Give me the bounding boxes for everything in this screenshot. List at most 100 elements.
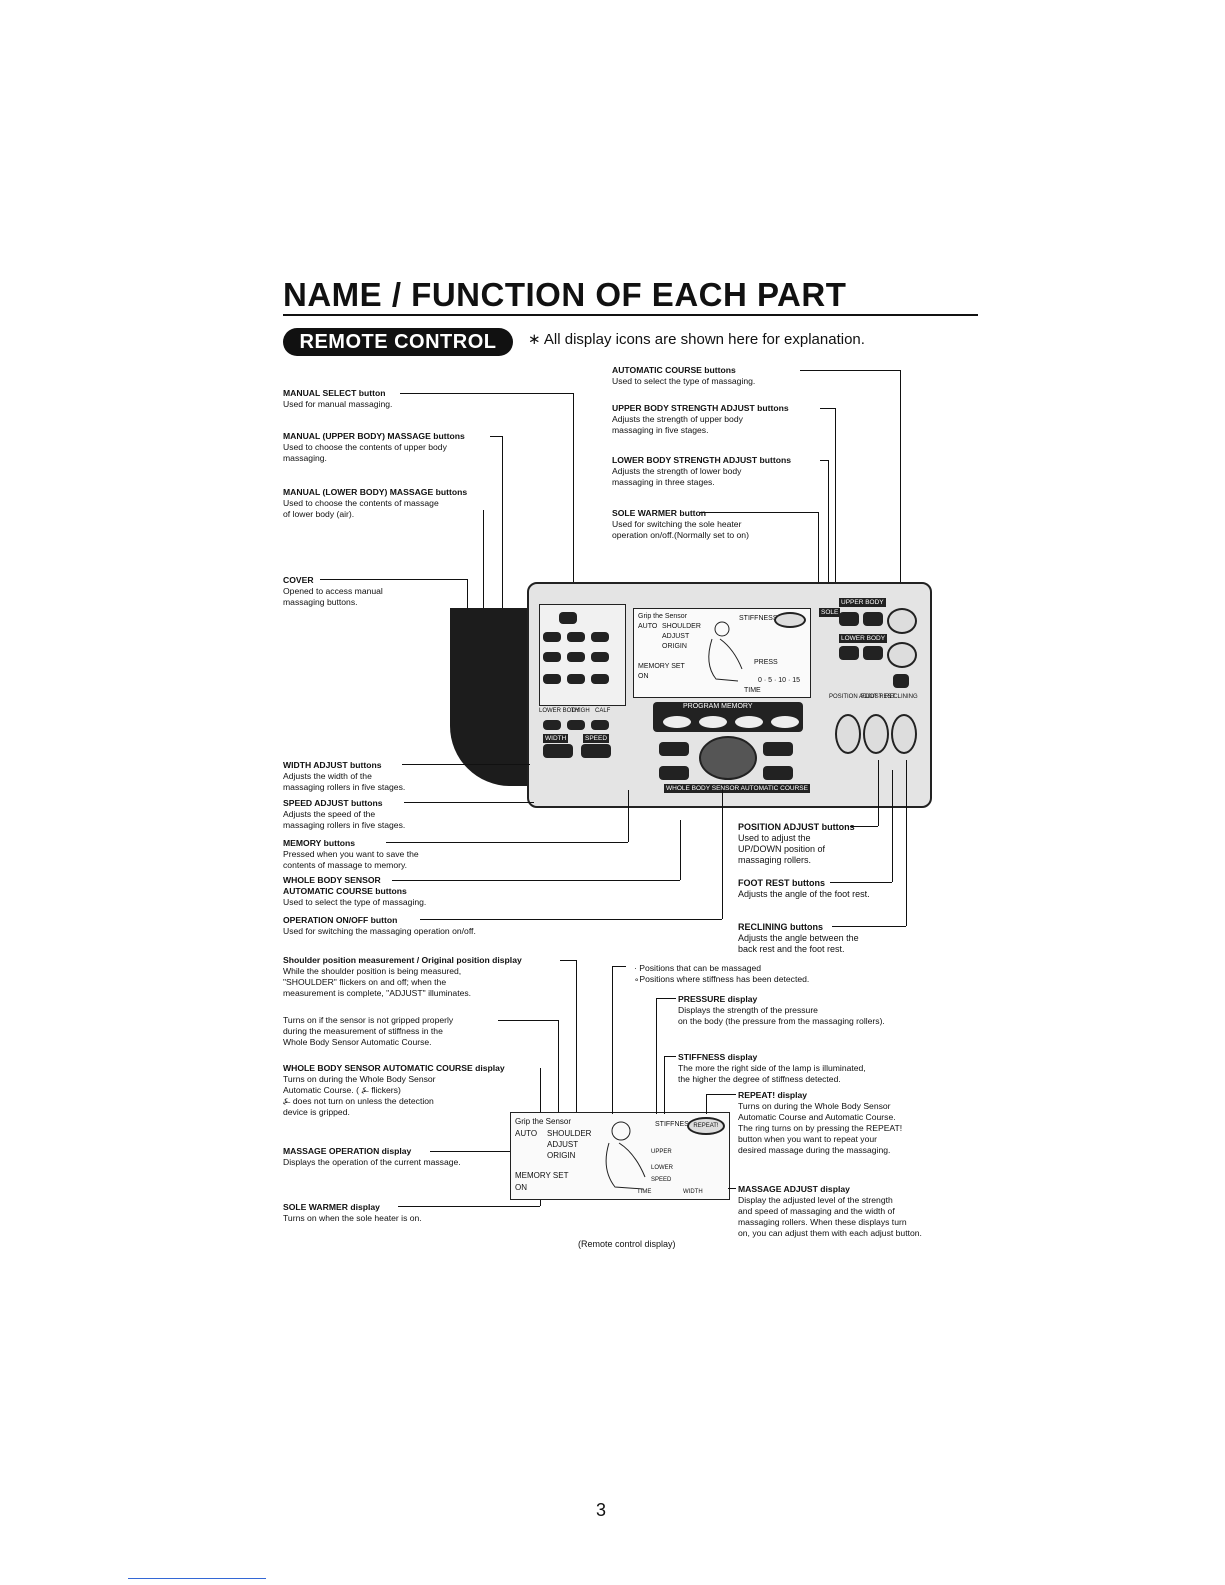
foot-rest-label: FOOT REST <box>861 694 896 700</box>
calf-label: CALF <box>595 708 611 714</box>
enl-repeat-ring: REPEAT! <box>687 1117 725 1135</box>
lcd-repeat-ring <box>774 612 806 628</box>
label-positions-legend: · Positions that can be massaged∘Positio… <box>634 963 810 984</box>
whole-body-sensor-label: WHOLE BODY SENSOR AUTOMATIC COURSE <box>664 784 810 793</box>
manual-select-button[interactable] <box>559 612 577 624</box>
upper-massage-button-9[interactable] <box>591 674 609 684</box>
section-badge: REMOTE CONTROL <box>283 328 513 356</box>
whole-body-button-4[interactable] <box>763 766 793 780</box>
lcd-origin: ORIGIN <box>662 643 687 650</box>
enl-width: WIDTH <box>683 1189 703 1195</box>
upper-massage-button-4[interactable] <box>543 652 561 662</box>
lower-massage-button-3[interactable] <box>591 720 609 730</box>
thigh-label: THIGH <box>571 708 590 714</box>
lower-strength-oval[interactable] <box>887 642 917 668</box>
title-rule <box>283 314 978 316</box>
lcd-shoulder: SHOULDER <box>662 623 701 630</box>
enl-on: ON <box>515 1183 527 1192</box>
memory-button-1[interactable] <box>661 714 693 730</box>
enl-stiffness: STIFFNESS <box>655 1121 694 1128</box>
enl-auto: AUTO <box>515 1129 538 1138</box>
upper-strength-button-2[interactable] <box>863 612 883 626</box>
upper-massage-button-1[interactable] <box>543 632 561 642</box>
foot-rest-button[interactable] <box>863 714 889 754</box>
page-title: NAME / FUNCTION OF EACH PART <box>283 276 847 313</box>
memory-button-2[interactable] <box>697 714 729 730</box>
whole-body-button-1[interactable] <box>659 742 689 756</box>
upper-massage-button-3[interactable] <box>591 632 609 642</box>
lcd-adjust: ADJUST <box>662 633 690 640</box>
enl-body-figure-icon <box>605 1121 646 1190</box>
lower-body-tab: LOWER BODY <box>539 708 580 714</box>
speed-adjust-button[interactable] <box>581 744 611 758</box>
enl-speed: SPEED <box>651 1177 672 1183</box>
whole-body-button-2[interactable] <box>763 742 793 756</box>
enl-upper: UPPER <box>651 1149 672 1155</box>
enl-grip: Grip the Sensor <box>515 1117 572 1126</box>
lower-body-strength-tag: LOWER BODY <box>839 634 888 643</box>
lcd-display: Grip the Sensor AUTO SHOULDER ADJUST ORI… <box>633 608 811 698</box>
lcd-time: TIME <box>744 687 761 694</box>
lower-strength-button-2[interactable] <box>863 646 883 660</box>
enl-time: TIME <box>637 1189 652 1195</box>
upper-strength-button-1[interactable] <box>839 612 859 626</box>
program-memory-area: PROGRAM MEMORY <box>653 702 803 732</box>
bottom-link-underline <box>128 1578 266 1579</box>
upper-massage-button-6[interactable] <box>591 652 609 662</box>
width-tag: WIDTH <box>543 734 569 743</box>
speed-tag: SPEED <box>583 734 610 743</box>
upper-massage-button-7[interactable] <box>543 674 561 684</box>
upper-massage-button-5[interactable] <box>567 652 585 662</box>
lcd-stiffness: STIFFNESS <box>739 615 778 622</box>
memory-button-3[interactable] <box>733 714 765 730</box>
explanation-note: ∗ All display icons are shown here for e… <box>528 331 865 348</box>
enl-shoulder: SHOULDER <box>547 1129 592 1138</box>
lower-strength-button-1[interactable] <box>839 646 859 660</box>
upper-strength-oval[interactable] <box>887 608 917 634</box>
remote-cover[interactable] <box>450 608 528 786</box>
lcd-scale: 0 · 5 · 10 · 15 <box>758 677 801 684</box>
enl-memory-set: MEMORY SET <box>515 1171 569 1180</box>
label-shoulder-display: Shoulder position measurement / Original… <box>283 955 522 998</box>
width-adjust-button[interactable] <box>543 744 573 758</box>
upper-massage-button-8[interactable] <box>567 674 585 684</box>
memory-button-4[interactable] <box>769 714 801 730</box>
position-adjust-button[interactable] <box>835 714 861 754</box>
enl-lower: LOWER <box>651 1165 674 1171</box>
lower-massage-button-2[interactable] <box>567 720 585 730</box>
remote-control-panel: LOWER BODY THIGH CALF WIDTH SPEED Grip t… <box>527 582 932 808</box>
lower-massage-button-1[interactable] <box>543 720 561 730</box>
lcd-auto: AUTO <box>638 623 658 630</box>
lcd-pressure: PRESS <box>754 659 778 666</box>
lcd-grip: Grip the Sensor <box>638 613 688 620</box>
enl-origin: ORIGIN <box>547 1151 576 1160</box>
upper-massage-button-2[interactable] <box>567 632 585 642</box>
label-grip-display: Turns on if the sensor is not gripped pr… <box>283 1015 454 1047</box>
reclining-button[interactable] <box>891 714 917 754</box>
reclining-label: RECLINING <box>885 694 918 700</box>
label-wbs-display: WHOLE BODY SENSOR AUTOMATIC COURSE displ… <box>283 1063 505 1117</box>
operation-on-off-button[interactable] <box>699 736 757 780</box>
display-caption: (Remote control display) <box>578 1239 676 1249</box>
sole-warmer-button[interactable] <box>893 674 909 688</box>
whole-body-button-3[interactable] <box>659 766 689 780</box>
upper-body-tag: UPPER BODY <box>839 598 886 607</box>
